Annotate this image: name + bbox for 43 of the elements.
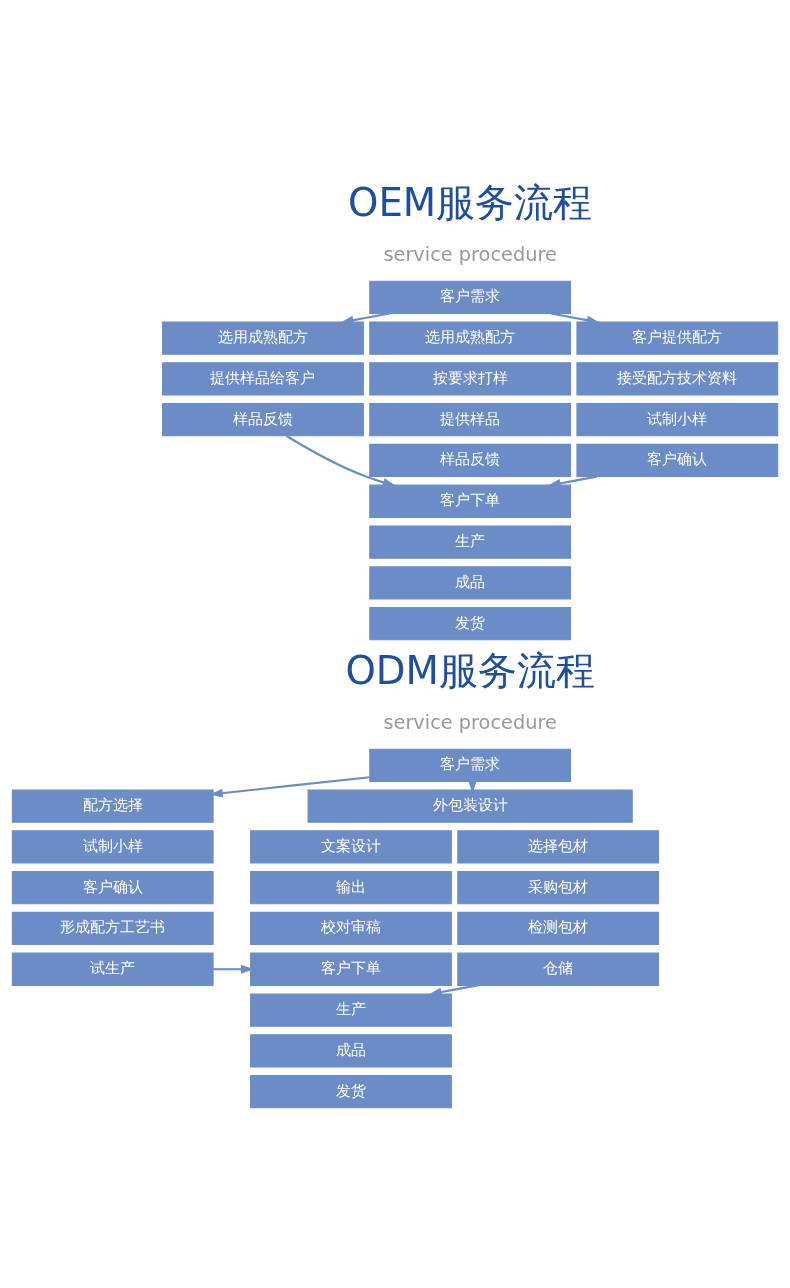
node-box: 客户确认 [576, 443, 779, 478]
node-box: 仓储 [457, 952, 660, 986]
node-box: 客户确认 [11, 871, 214, 905]
label: service procedure [383, 711, 557, 735]
arrow [428, 984, 478, 997]
label: ODM服务流程 [345, 647, 595, 693]
arrow [213, 964, 254, 974]
node-box: 试制小样 [11, 830, 214, 864]
node-box: 客户下单 [250, 952, 452, 986]
node-box: 输出 [250, 871, 452, 905]
label: OEM服务流程 [348, 179, 593, 225]
node-box: 提供样品给客户 [162, 362, 364, 396]
node-box: 生产 [250, 993, 452, 1027]
node-box: 成品 [369, 566, 572, 600]
node-box: 采购包材 [457, 871, 660, 905]
node-box: 选用成熟配方 [162, 321, 364, 355]
node-box: 客户提供配方 [576, 321, 779, 355]
node-box: 生产 [369, 525, 572, 559]
node-box: 选用成熟配方 [369, 321, 572, 355]
node-box: 试制小样 [576, 403, 779, 437]
node-box: 按要求打样 [369, 362, 572, 396]
label: service procedure [383, 243, 557, 267]
node-box: 发货 [369, 606, 572, 641]
node-box: 检测包材 [457, 911, 660, 946]
node-box: 样品反馈 [162, 403, 364, 437]
node-box: 客户下单 [369, 484, 572, 518]
node-box: 成品 [250, 1034, 452, 1068]
node-box: 提供样品 [369, 403, 572, 437]
arrow [550, 312, 600, 325]
node-box: 发货 [250, 1074, 452, 1109]
node-box: 外包装设计 [307, 789, 633, 823]
arrow [547, 475, 597, 488]
node-box: 样品反馈 [369, 443, 572, 478]
node-box: 文案设计 [250, 830, 452, 864]
node-box: 选择包材 [457, 830, 660, 864]
node-box: 试生产 [11, 952, 214, 986]
node-box: 形成配方工艺书 [11, 911, 214, 946]
node-box: 客户需求 [369, 280, 572, 314]
node-box: 校对审稿 [250, 911, 452, 946]
arrow [340, 312, 390, 325]
node-box: 接受配方技术资料 [576, 362, 779, 396]
arrow [286, 435, 396, 487]
node-box: 配方选择 [11, 789, 214, 823]
